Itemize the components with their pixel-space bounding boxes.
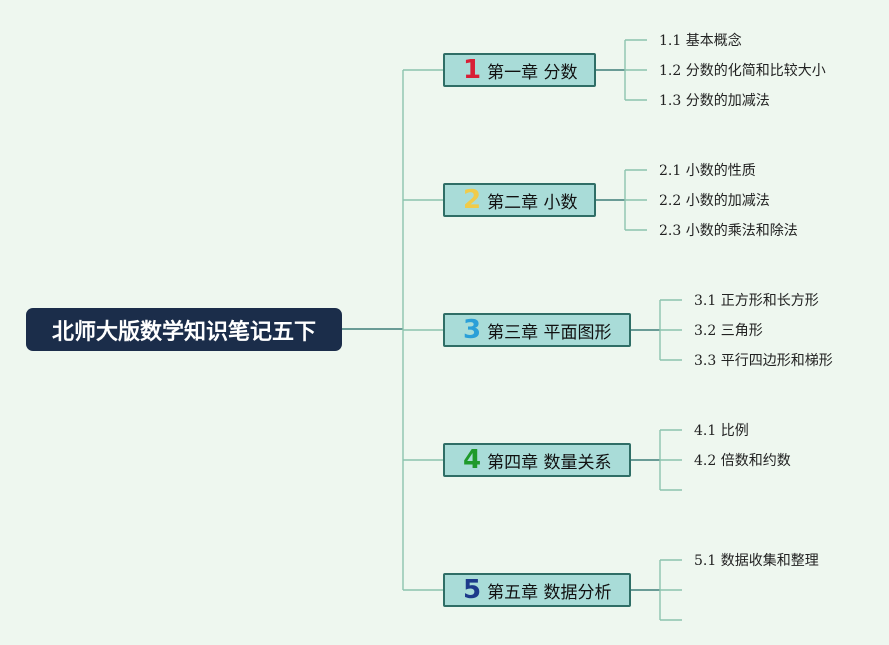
section-item-3-1[interactable]: 3.1 正方形和长方形 [694, 293, 819, 309]
chapter-title-5: 第五章 数据分析 [487, 582, 612, 603]
section-item-2-2[interactable]: 2.2 小数的加减法 [659, 193, 770, 209]
section-item-3-2[interactable]: 3.2 三角形 [694, 323, 763, 339]
section-item-3-3[interactable]: 3.3 平行四边形和梯形 [694, 353, 833, 369]
chapter-number-3: 3 [463, 315, 482, 345]
chapter-number-4: 4 [463, 445, 482, 475]
section-item-4-2[interactable]: 4.2 倍数和约数 [694, 453, 791, 469]
section-item-1-3[interactable]: 1.3 分数的加减法 [659, 93, 770, 109]
section-item-2-3[interactable]: 2.3 小数的乘法和除法 [659, 223, 798, 239]
section-item-1-2[interactable]: 1.2 分数的化简和比较大小 [659, 63, 826, 79]
section-item-1-1[interactable]: 1.1 基本概念 [659, 33, 742, 49]
root-node[interactable]: 北师大版数学知识笔记五下 [26, 308, 342, 351]
chapter-title-3: 第三章 平面图形 [487, 322, 612, 343]
chapter-title-4: 第四章 数量关系 [487, 452, 612, 473]
section-item-5-1[interactable]: 5.1 数据收集和整理 [694, 553, 819, 569]
section-item-2-1[interactable]: 2.1 小数的性质 [659, 163, 756, 179]
section-item-4-1[interactable]: 4.1 比例 [694, 423, 749, 439]
chapter-number-2: 2 [463, 185, 482, 215]
chapter-number-1: 1 [463, 55, 482, 85]
chapter-title-2: 第二章 小数 [487, 192, 578, 213]
chapter-title-1: 第一章 分数 [487, 62, 578, 83]
root-title: 北师大版数学知识笔记五下 [51, 319, 316, 345]
chapter-number-5: 5 [463, 575, 482, 605]
